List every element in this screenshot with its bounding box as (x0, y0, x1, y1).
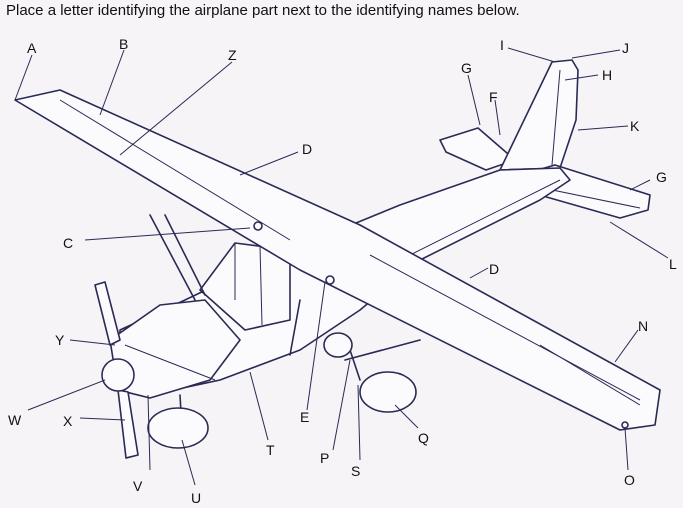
label-y: Y (55, 332, 65, 348)
label-n: N (638, 318, 648, 334)
label-d-upper: D (302, 141, 312, 157)
flap-line-left (59, 99, 291, 241)
label-z: Z (228, 47, 237, 63)
label-v: V (133, 478, 143, 494)
main-wing (14, 89, 661, 431)
fuel-cap-left (253, 221, 263, 231)
propeller-blade-bottom (117, 389, 139, 459)
label-q: Q (418, 430, 429, 446)
label-i: I (500, 37, 504, 53)
wing-strut-left (149, 214, 206, 301)
rudder-line (551, 69, 561, 166)
label-t: T (266, 442, 275, 458)
label-o: O (624, 472, 635, 488)
label-b: B (119, 36, 128, 52)
leader-lines (14, 47, 669, 486)
label-c: C (63, 235, 73, 251)
label-g-stab: G (656, 169, 667, 185)
label-u: U (191, 490, 201, 506)
cowling-line (124, 344, 216, 381)
propeller-spinner (101, 358, 135, 392)
label-s: S (351, 463, 360, 479)
label-p: P (320, 450, 329, 466)
label-w: W (8, 412, 22, 428)
fuselage-stripe (389, 179, 561, 266)
label-d-lower: D (489, 261, 499, 277)
label-h: H (602, 67, 612, 83)
label-k: K (630, 118, 640, 134)
label-f: F (489, 89, 498, 105)
label-e: E (300, 409, 309, 425)
label-j: J (622, 40, 629, 56)
main-gear-strut (349, 349, 361, 381)
window-frame (234, 243, 263, 326)
label-a: A (27, 40, 37, 56)
nose-wheel-fairing (147, 407, 209, 449)
fuel-cap-right (325, 275, 335, 285)
flap-line-right (369, 254, 641, 401)
wing-strut-right (289, 299, 421, 361)
vertical-fin (499, 59, 579, 171)
main-wheel-fairing-left (323, 332, 353, 358)
cockpit-windows (199, 242, 291, 331)
main-wheel-fairing-right (359, 371, 417, 413)
instruction-text: Place a letter identifying the airplane … (6, 2, 520, 19)
label-l: L (669, 256, 677, 272)
part-labels: A B Z C D D E F G G H I J K L N O P Q S … (8, 36, 677, 506)
label-g-fin: G (461, 60, 472, 76)
propeller-blade-top (94, 281, 121, 346)
label-x: X (63, 413, 73, 429)
aileron-line (539, 344, 641, 406)
